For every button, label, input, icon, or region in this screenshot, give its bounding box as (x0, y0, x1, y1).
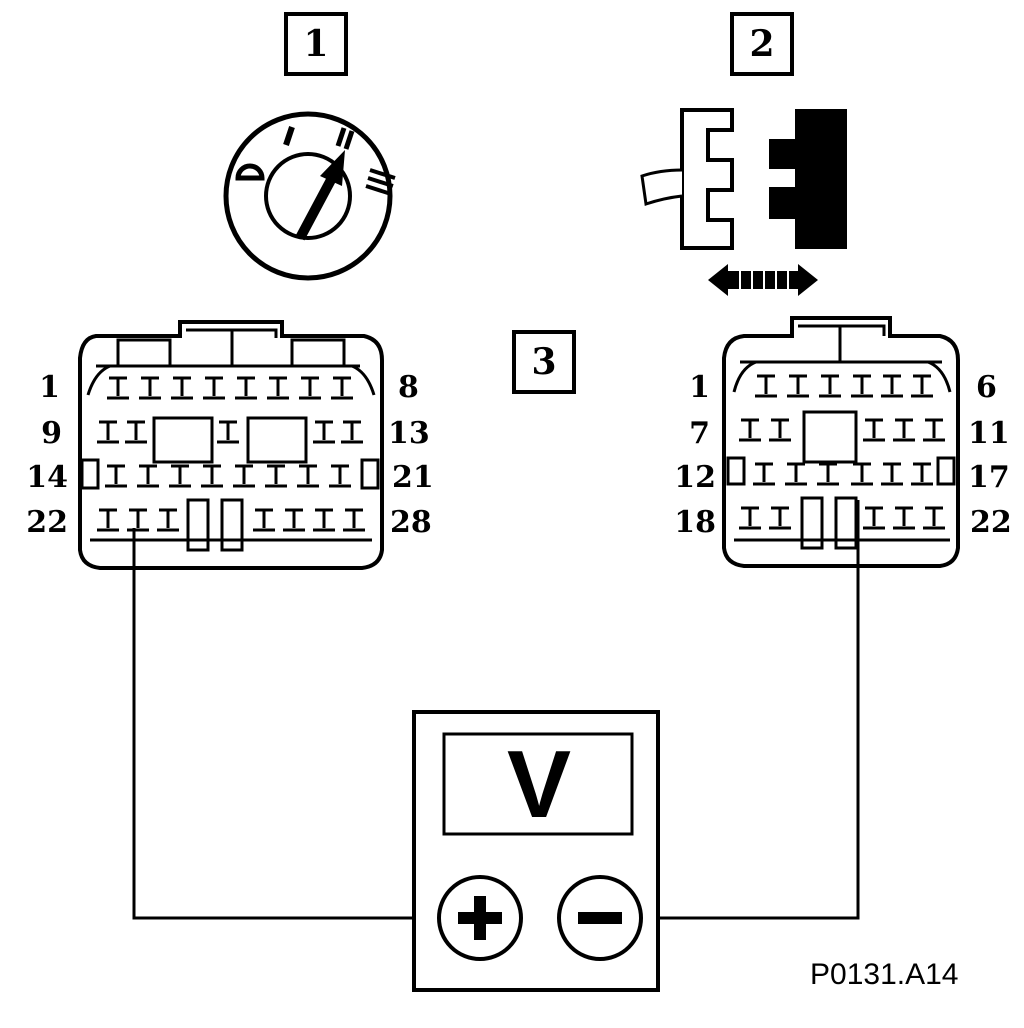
pin-mark (739, 506, 761, 530)
left-pin-9: 9 (41, 416, 62, 451)
label-ignition-switch: 1 (284, 12, 348, 76)
left-pin-13: 13 (388, 416, 430, 451)
pin-mark (313, 508, 335, 532)
pin-mark (233, 464, 255, 488)
pin-mark (313, 420, 335, 444)
pin-mark (139, 376, 161, 400)
pin-mark (881, 374, 903, 398)
pin-mark (157, 508, 179, 532)
pin-mark (107, 376, 129, 400)
pin-mark (739, 418, 761, 442)
pin-mark (755, 374, 777, 398)
pin-mark (97, 508, 119, 532)
pin-mark (253, 508, 275, 532)
right-pin-marks (739, 374, 945, 530)
pin-mark (851, 374, 873, 398)
left-pin-marks (97, 376, 365, 532)
pin-mark (341, 420, 363, 444)
pin-mark (235, 376, 257, 400)
pin-mark (911, 374, 933, 398)
left-pin-21: 21 (392, 460, 434, 495)
pin-mark (893, 418, 915, 442)
pin-mark (863, 506, 885, 530)
pin-mark (97, 420, 119, 444)
pin-mark (817, 462, 839, 486)
voltmeter (412, 710, 660, 992)
pin-mark (105, 464, 127, 488)
pin-mark (297, 464, 319, 488)
figure-code: P0131.A14 (810, 958, 959, 991)
pin-mark (137, 464, 159, 488)
right-pin-18: 18 (674, 505, 716, 540)
pin-mark (125, 420, 147, 444)
pin-mark (923, 506, 945, 530)
pin-mark (769, 418, 791, 442)
pin-mark (923, 418, 945, 442)
pin-mark (203, 376, 225, 400)
pin-mark (283, 508, 305, 532)
pin-mark (329, 464, 351, 488)
label-connector-slide: 2 (730, 12, 794, 76)
pin-mark (267, 376, 289, 400)
pin-mark (201, 464, 223, 488)
negative-wire (642, 500, 860, 920)
left-pin-14: 14 (26, 460, 68, 495)
pin-mark (299, 376, 321, 400)
right-pin-12: 12 (674, 460, 716, 495)
left-pin-1: 1 (39, 370, 60, 405)
connector-slide-icon (640, 108, 847, 250)
pin-mark (911, 462, 933, 486)
right-pin-11: 11 (968, 416, 1010, 451)
pin-mark (863, 418, 885, 442)
voltmeter-display: V (506, 731, 572, 838)
double-arrow-icon (708, 264, 818, 296)
pin-mark (819, 374, 841, 398)
pin-mark (127, 508, 149, 532)
right-pin-17: 17 (968, 460, 1010, 495)
ignition-switch-icon (223, 111, 396, 281)
pin-mark (265, 464, 287, 488)
left-pin-22: 22 (26, 505, 68, 540)
pin-mark (785, 462, 807, 486)
pin-mark (217, 420, 239, 444)
left-pin-28: 28 (390, 505, 432, 540)
pin-mark (851, 462, 873, 486)
positive-wire (132, 528, 438, 920)
pin-mark (169, 464, 191, 488)
right-connector (722, 316, 960, 568)
left-pin-8: 8 (398, 370, 419, 405)
pin-mark (787, 374, 809, 398)
right-pin-22: 22 (970, 505, 1012, 540)
left-connector (78, 320, 384, 570)
label-connectors: 3 (512, 330, 576, 394)
pin-mark (769, 506, 791, 530)
pin-mark (753, 462, 775, 486)
pin-mark (171, 376, 193, 400)
right-pin-6: 6 (976, 370, 997, 405)
right-pin-1: 1 (689, 370, 710, 405)
right-pin-7: 7 (689, 416, 710, 451)
pin-mark (331, 376, 353, 400)
pin-mark (343, 508, 365, 532)
pin-mark (893, 506, 915, 530)
pin-mark (881, 462, 903, 486)
